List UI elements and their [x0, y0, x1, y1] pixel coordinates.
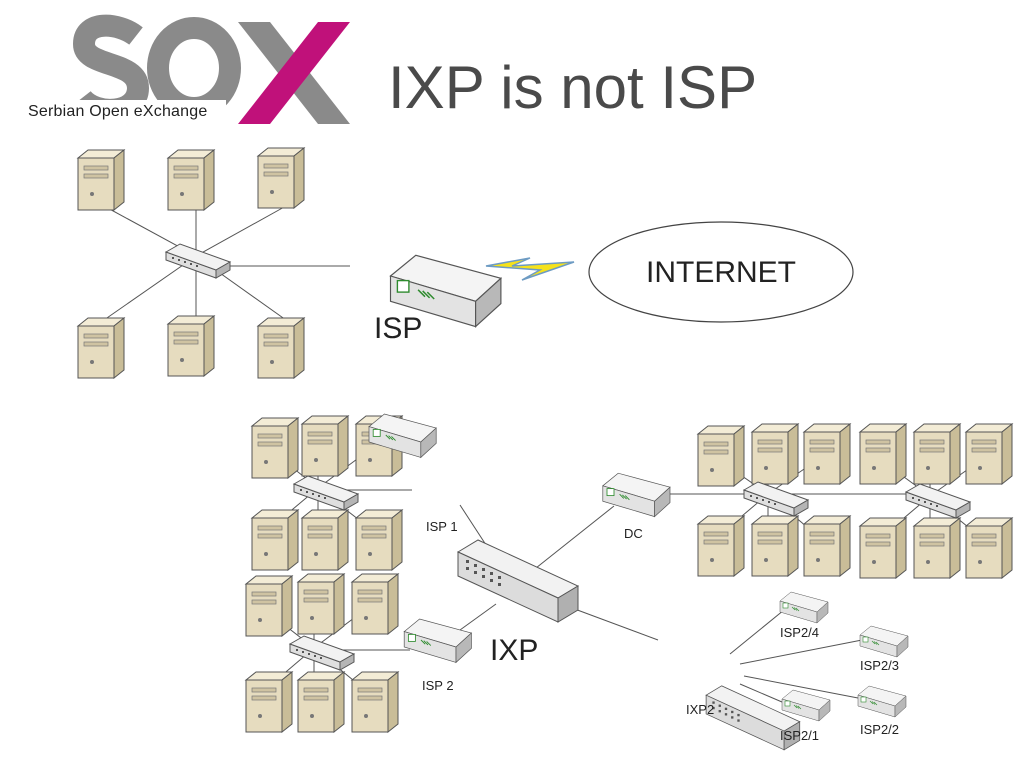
server-icon [167, 149, 215, 211]
isp2-3-label: ISP2/3 [860, 658, 899, 673]
server-icon [697, 425, 745, 487]
server-icon [351, 573, 399, 635]
server-icon [751, 515, 799, 577]
isp2-router-icon [403, 618, 472, 663]
isp2-3-router-icon [859, 625, 909, 658]
server-icon [913, 517, 961, 579]
switch-icon [905, 483, 971, 519]
top-lan [103, 205, 350, 321]
server-icon [803, 515, 851, 577]
server-icon [245, 671, 293, 733]
server-icon [251, 417, 299, 479]
server-icon [77, 149, 125, 211]
server-icon [301, 509, 349, 571]
server-icon [965, 423, 1013, 485]
switch-icon [289, 635, 355, 671]
ixp2-label: IXP2 [686, 702, 714, 717]
server-icon [351, 671, 399, 733]
switch-icon [293, 475, 359, 511]
server-icon [257, 317, 305, 379]
lightning-bolt-icon [485, 257, 575, 281]
isp2-1-label: ISP2/1 [780, 728, 819, 743]
logo-subtitle: Serbian Open eXchange [28, 103, 208, 120]
isp-label: ISP [374, 312, 422, 345]
dc-router-icon [602, 472, 671, 518]
server-icon [859, 517, 907, 579]
switch-icon [165, 243, 231, 279]
isp1-label: ISP 1 [426, 519, 458, 534]
server-icon [355, 509, 403, 571]
isp2-1-router-icon [781, 689, 831, 722]
server-icon [77, 317, 125, 379]
server-icon [751, 423, 799, 485]
switch-icon [743, 481, 809, 517]
dc-label: DC [624, 526, 643, 541]
isp2-4-label: ISP2/4 [780, 625, 819, 640]
internet-label: INTERNET [646, 256, 796, 289]
internet-cloud [588, 221, 854, 323]
isp2-label: ISP 2 [422, 678, 454, 693]
server-icon [965, 517, 1013, 579]
isp2-2-label: ISP2/2 [860, 722, 899, 737]
server-icon [297, 671, 345, 733]
server-icon [245, 575, 293, 637]
isp2-2-router-icon [857, 685, 907, 718]
ixp-switch-icon [457, 539, 579, 623]
server-icon [913, 423, 961, 485]
server-icon [251, 509, 299, 571]
server-icon [803, 423, 851, 485]
server-icon [697, 515, 745, 577]
server-icon [167, 315, 215, 377]
server-icon [859, 423, 907, 485]
page-title: IXP is not ISP [388, 54, 758, 121]
isp2-4-router-icon [779, 591, 829, 624]
ixp-label: IXP [490, 634, 538, 667]
server-icon [257, 147, 305, 209]
server-icon [297, 573, 345, 635]
server-icon [301, 415, 349, 477]
sox-logo [26, 14, 350, 126]
